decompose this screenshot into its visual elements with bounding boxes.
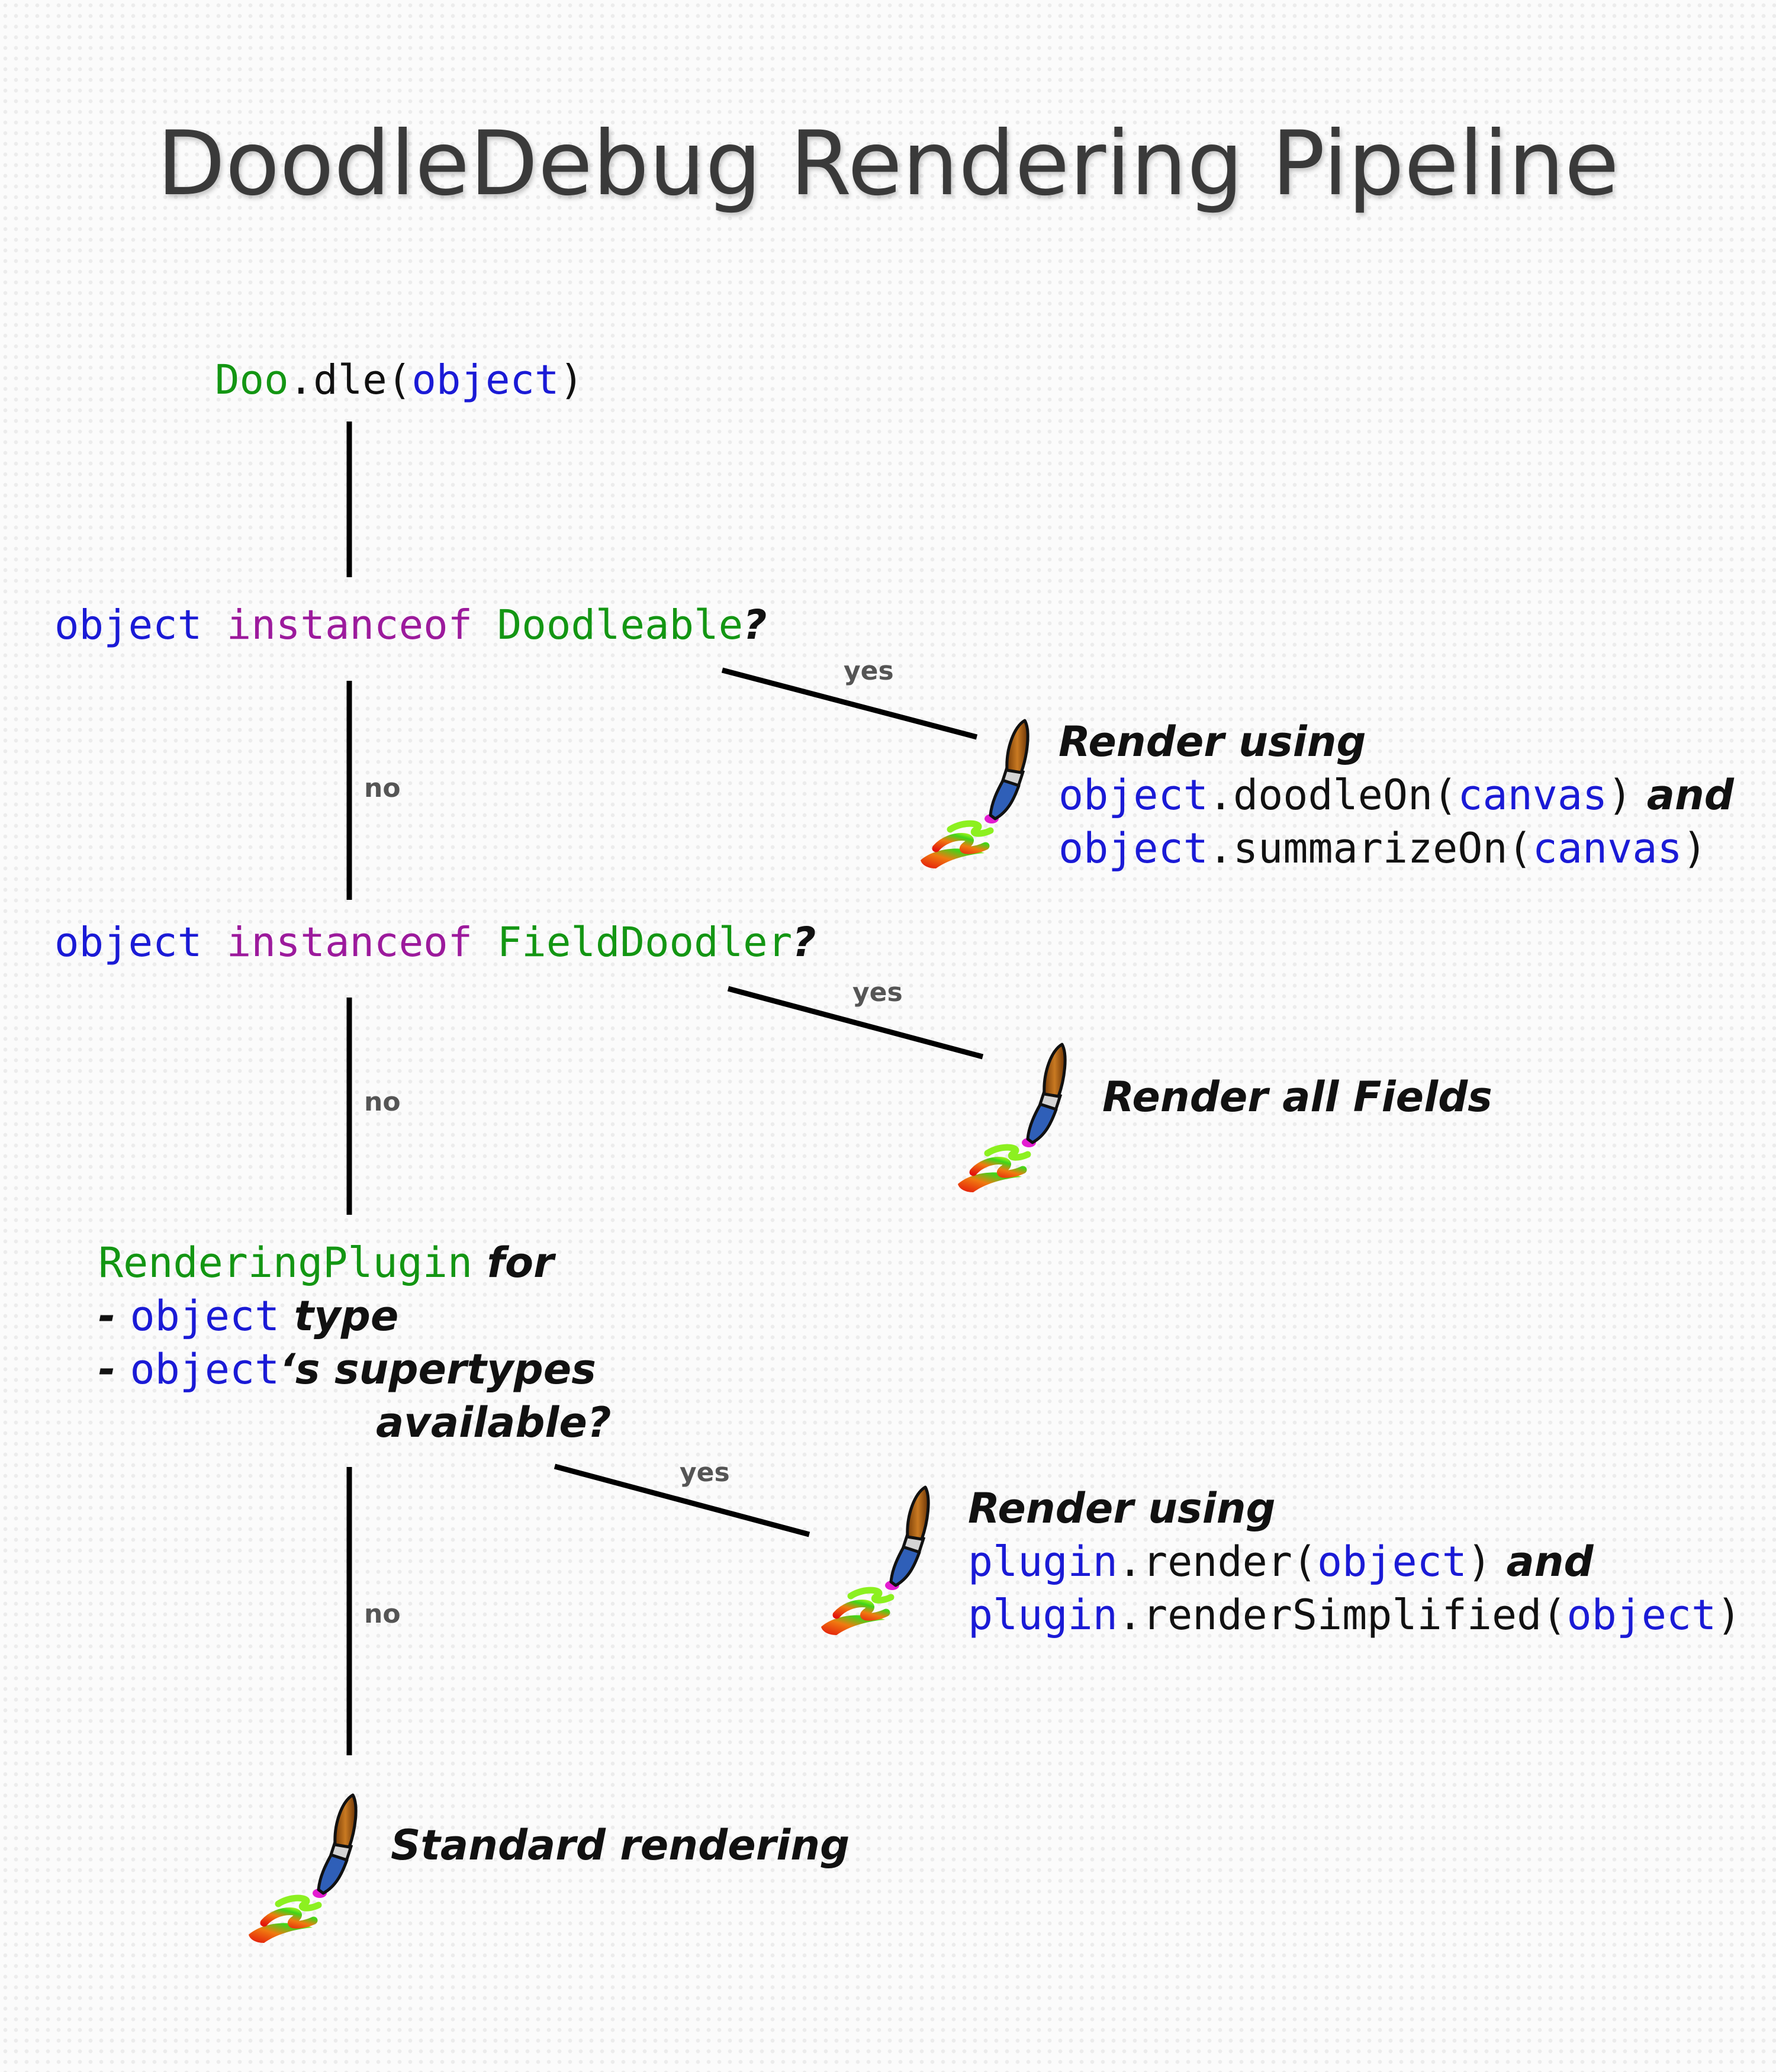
decision3-dash-1: - <box>98 1292 130 1340</box>
result1-close-2: ) <box>1682 824 1707 873</box>
result1-doodleon: .doodleOn( <box>1208 771 1458 819</box>
result1-line2: object.doodleOn(canvas) and <box>1058 774 1734 816</box>
result2-text: Render all Fields <box>1102 1073 1492 1121</box>
decision2-keyword: instanceof <box>226 919 473 966</box>
page-title: DoodleDebug Rendering Pipeline <box>157 112 1619 215</box>
decision3-object-1: object <box>130 1292 280 1340</box>
result3-object-2: object <box>1566 1591 1717 1639</box>
flow-line-yes-2 <box>727 986 984 1060</box>
result3-close: ) <box>1466 1537 1492 1586</box>
flow-line-yes-3 <box>554 1463 810 1537</box>
result3-line2: plugin.render(object) and <box>968 1541 1594 1582</box>
start-node: Doo.dle(object) <box>215 360 584 401</box>
decision-plugin-line1: RenderingPlugin for <box>98 1242 554 1283</box>
decision3-dash-2: - <box>98 1345 130 1394</box>
decision1-keyword: instanceof <box>226 601 473 649</box>
decision-plugin-line2: - object type <box>98 1295 398 1337</box>
decision3-object-2: object <box>130 1345 280 1394</box>
paintbrush-icon <box>243 1788 361 1948</box>
result1-canvas: canvas <box>1458 771 1608 819</box>
result1-object: object <box>1058 771 1208 819</box>
start-method: .dle( <box>288 356 412 404</box>
decision1-question: ? <box>743 601 767 649</box>
decision1-type: Doodleable <box>497 601 744 649</box>
decision3-for: for <box>487 1238 554 1287</box>
yes-label-2: yes <box>852 977 903 1008</box>
decision3-supertypes: ‘s supertypes <box>279 1345 596 1394</box>
start-arg: object <box>411 356 559 404</box>
result3-line1: Render using <box>968 1484 1276 1533</box>
decision-plugin-line3: - object‘s supertypes <box>98 1349 596 1390</box>
decision3-type-text: type <box>294 1292 399 1340</box>
decision-fielddoodler: object instanceof FieldDoodler? <box>54 922 816 963</box>
decision1-object: object <box>54 601 202 649</box>
result1-close: ) <box>1607 771 1633 819</box>
paintbrush-icon <box>915 713 1033 873</box>
result1-summarizeon: .summarizeOn( <box>1208 824 1533 873</box>
decision2-question: ? <box>792 919 816 966</box>
yes-label-3: yes <box>680 1458 730 1488</box>
decision-doodleable: object instanceof Doodleable? <box>54 605 767 646</box>
no-label-3: no <box>364 1599 401 1629</box>
no-label-2: no <box>364 1087 401 1117</box>
paintbrush-icon <box>952 1037 1070 1197</box>
result4-text: Standard rendering <box>391 1821 850 1870</box>
flow-line-yes-1 <box>721 667 978 740</box>
result1-and: and <box>1646 771 1734 819</box>
decision2-type: FieldDoodler <box>497 919 793 966</box>
result3-line3: plugin.renderSimplified(object) <box>968 1594 1742 1636</box>
decision-plugin-line4: available? <box>376 1398 612 1447</box>
paintbrush-icon <box>815 1480 934 1640</box>
result3-and: and <box>1506 1537 1594 1586</box>
result1-line3: object.summarizeOn(canvas) <box>1058 828 1707 869</box>
result3-render: .render( <box>1117 1537 1318 1586</box>
start-class: Doo <box>215 356 289 404</box>
start-close: ) <box>559 356 584 404</box>
result1-object-2: object <box>1058 824 1208 873</box>
result3-plugin: plugin <box>968 1537 1118 1586</box>
result3-rendersimplified: .renderSimplified( <box>1117 1591 1567 1639</box>
result3-plugin-2: plugin <box>968 1591 1118 1639</box>
result1-canvas-2: canvas <box>1532 824 1682 873</box>
no-label-1: no <box>364 773 401 803</box>
result1-line1: Render using <box>1058 718 1366 766</box>
decision3-plugin-type: RenderingPlugin <box>98 1238 473 1287</box>
decision2-object: object <box>54 919 202 966</box>
result3-object: object <box>1317 1537 1467 1586</box>
result3-close-2: ) <box>1716 1591 1742 1639</box>
yes-label-1: yes <box>844 656 894 686</box>
